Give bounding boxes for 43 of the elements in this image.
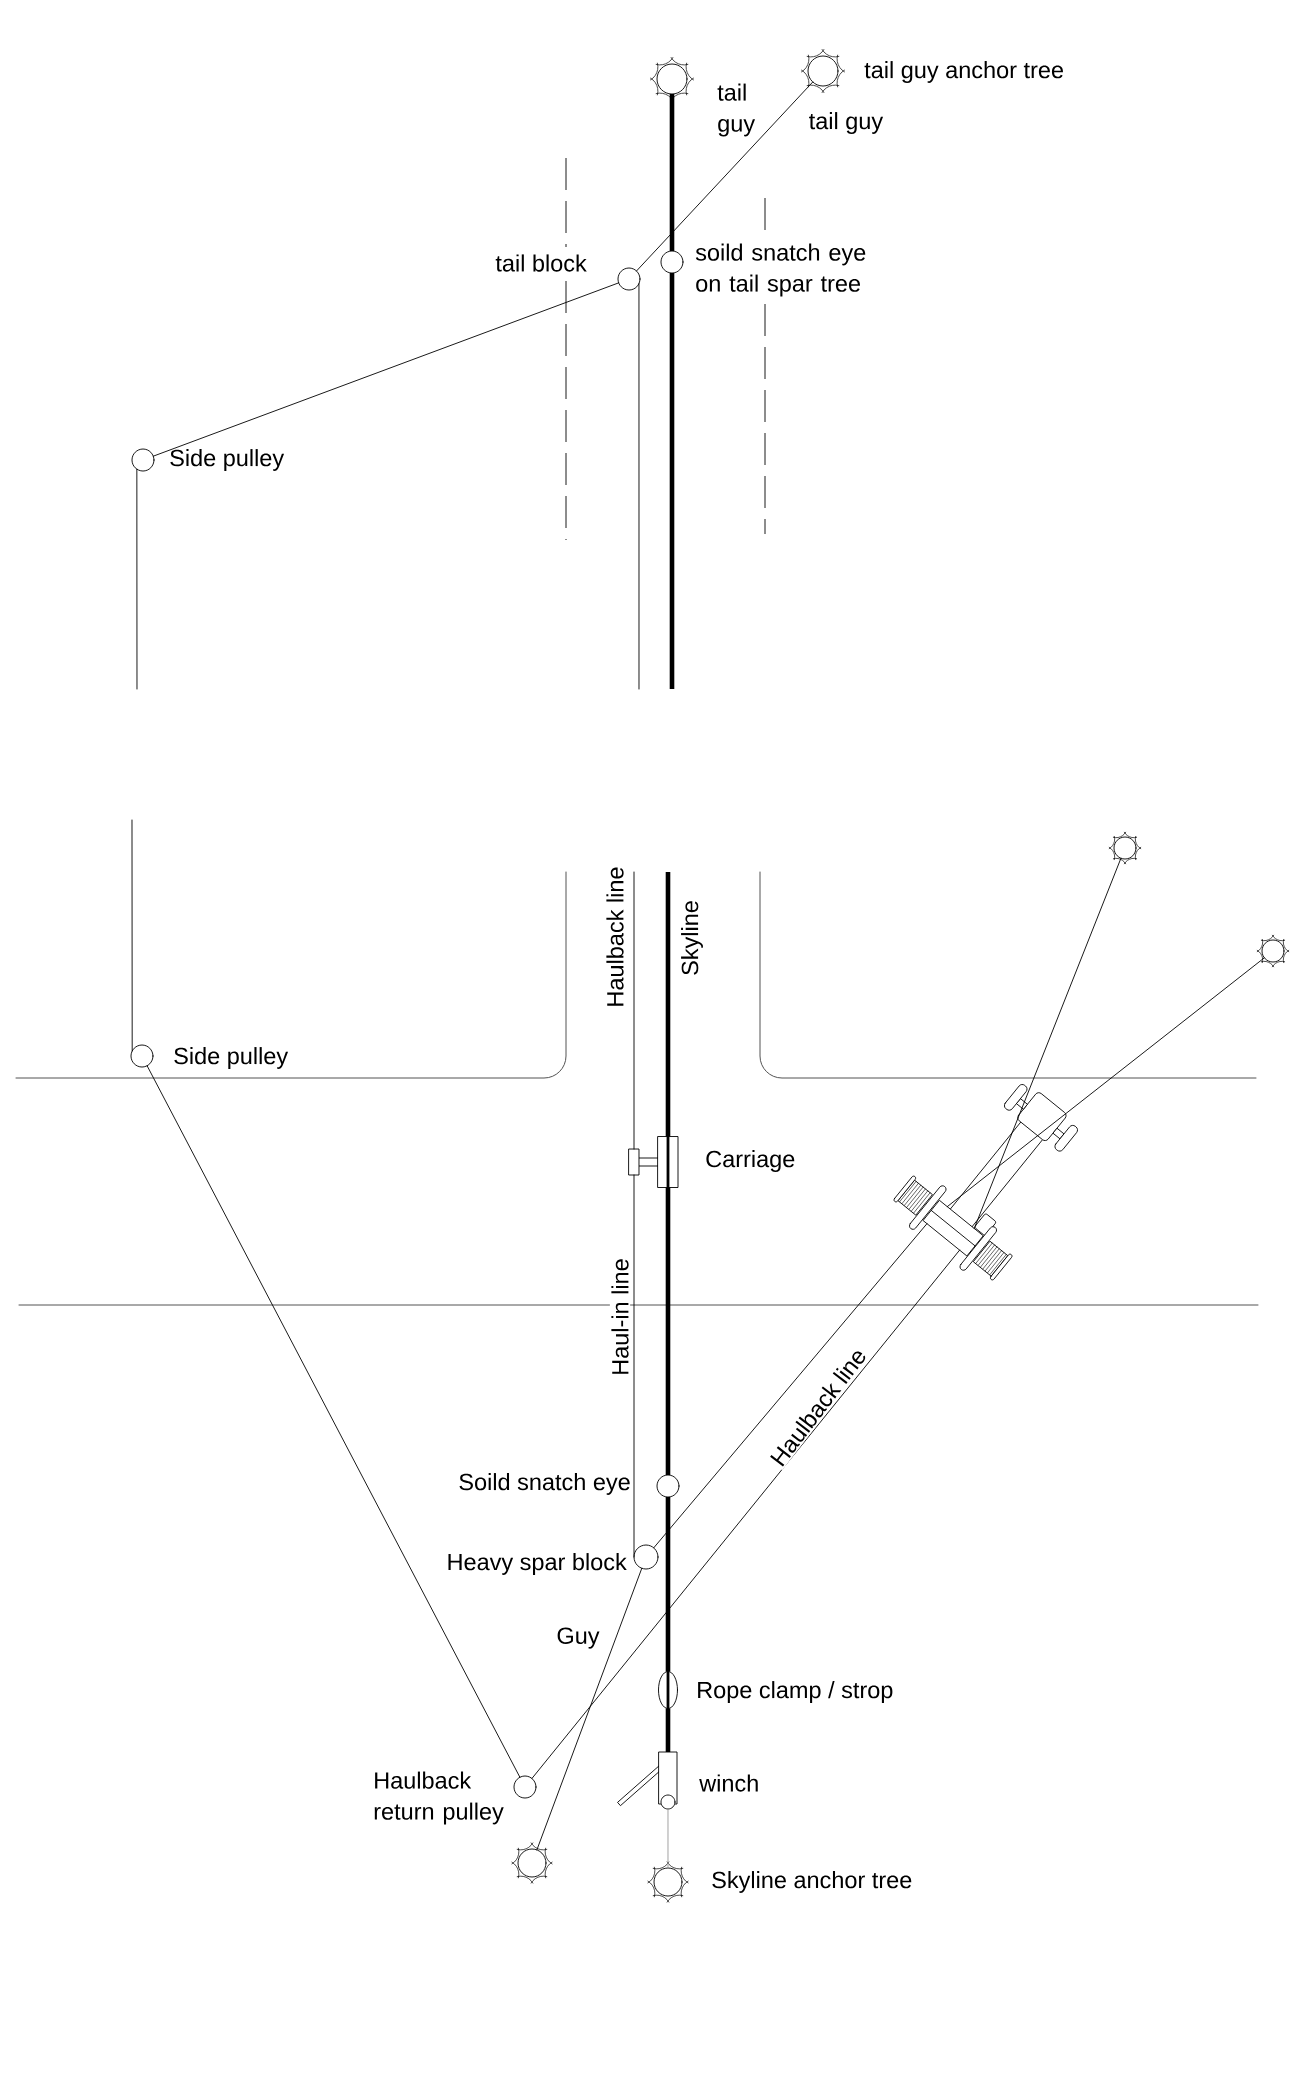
cable-label: Guy [554, 1625, 602, 1651]
part-label: tail guy [717, 83, 756, 137]
cable-line [152, 282, 620, 457]
cable-line [531, 1249, 961, 1779]
cable-line [136, 468, 138, 690]
winch-machine [893, 1084, 1078, 1281]
tree-symbol [1256, 934, 1290, 968]
cable-line [667, 1808, 669, 1869]
cable-line [665, 1187, 671, 1475]
cable-line [633, 871, 635, 1150]
tree-symbol [650, 57, 694, 101]
part-label: Carriage [706, 1150, 795, 1172]
cable-label: tail guy [807, 110, 885, 136]
tree-symbol [1108, 831, 1142, 865]
tree-symbol [511, 1842, 553, 1884]
part-label: winch [699, 1774, 758, 1792]
part-label: Side pulley [174, 1047, 289, 1069]
part-label: tail guy anchor tree [864, 61, 1063, 83]
cable-line [973, 857, 1122, 1229]
cable-line [633, 1174, 635, 1558]
part-label: Skyline anchor tree [712, 1871, 912, 1893]
cable-label: Skyline [679, 898, 705, 978]
part-label: tail block [495, 254, 587, 272]
cable-label: Haulback line [604, 864, 626, 1010]
cable-line [946, 957, 1265, 1208]
part-label: soild snatch eye on tail spar tree [695, 243, 866, 297]
part-label: Side pulley [170, 449, 285, 471]
cable-line [131, 819, 133, 1052]
part-label: Soild snatch eye [459, 1473, 630, 1495]
part-label: Heavy spar block [448, 1553, 627, 1575]
cable-line [636, 81, 814, 272]
cable-line [669, 273, 675, 689]
cable-line [669, 94, 675, 251]
cable-line [665, 1708, 671, 1752]
cable-line [665, 1497, 671, 1672]
part-label: Rope clamp / strop [698, 1681, 893, 1703]
part-label: Haulback return pulley [374, 1771, 504, 1825]
cable-line [146, 1065, 521, 1778]
cable-line [665, 872, 671, 1137]
cable-line [638, 283, 640, 690]
cable-label: Haul-in line [609, 1256, 631, 1378]
cable-line [653, 1223, 928, 1549]
cable-line [536, 1567, 643, 1851]
